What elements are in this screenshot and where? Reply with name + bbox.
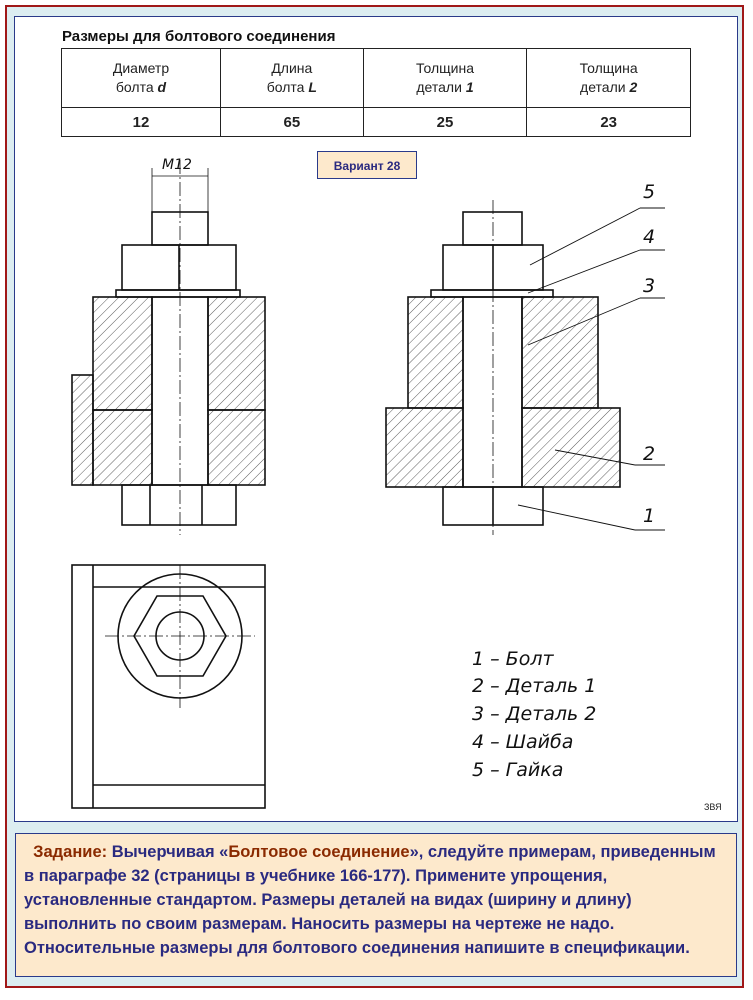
front-section-view [71,160,266,535]
svg-text:2 – Деталь 1: 2 – Деталь 1 [472,675,596,697]
variant-badge: Вариант 28 [317,151,417,179]
author-initials: ЗВЯ [704,802,722,812]
callout-3: 3 [643,275,655,297]
svg-text:5 – Гайка: 5 – Гайка [472,759,563,781]
value-cell: 25 [362,107,528,137]
table-title: Размеры для болтового соединения [62,28,336,45]
svg-text:3 – Деталь 2: 3 – Деталь 2 [472,703,596,725]
callout-5: 5 [643,181,655,203]
callout-4: 4 [643,226,655,248]
value-cell: 65 [219,107,364,137]
value-cell: 23 [526,107,691,137]
top-view [71,564,266,809]
svg-text:1 – Болт: 1 – Болт [472,648,554,670]
value-cell: 12 [61,107,221,137]
parts-legend: 1 – Болт 2 – Деталь 1 3 – Деталь 2 4 – Ш… [472,648,596,781]
dimension-label: M12 [162,157,192,173]
task-box: Задание: Вычерчивая «Болтовое соединение… [15,833,737,977]
side-section-view [385,200,665,535]
svg-text:4 – Шайба: 4 – Шайба [472,731,573,753]
callout-2: 2 [643,443,655,465]
callout-1: 1 [643,505,655,527]
